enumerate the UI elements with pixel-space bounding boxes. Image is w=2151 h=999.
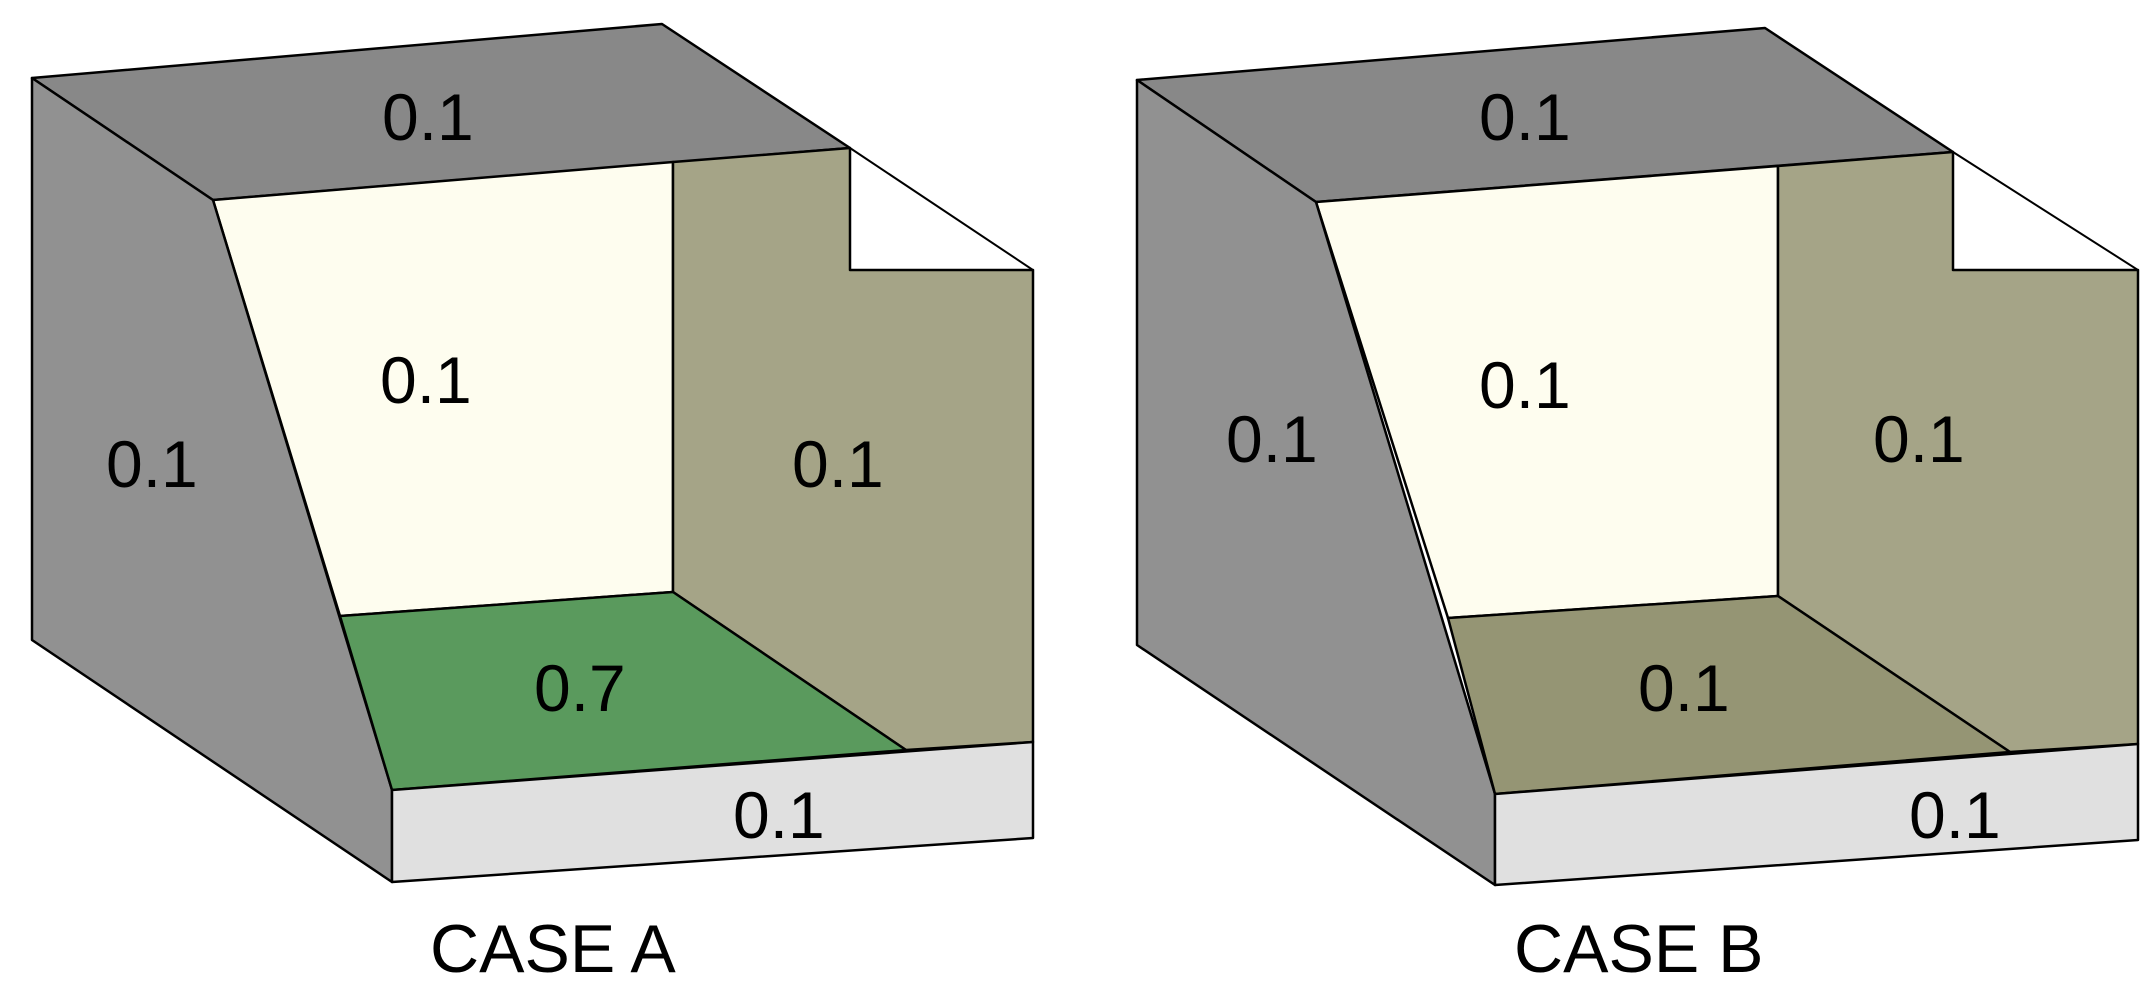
case-b-back-value: 0.1 — [1479, 348, 1571, 422]
case-a-right-outline — [849, 147, 1034, 742]
case-b-right-value: 0.1 — [1873, 402, 1965, 476]
case-a-floor-value: 0.7 — [534, 651, 626, 725]
case-a-right-value: 0.1 — [792, 427, 884, 501]
case-b-floor-value: 0.1 — [1638, 651, 1730, 725]
case-a-front-face — [390, 740, 1035, 884]
case-b-left-value: 0.1 — [1226, 402, 1318, 476]
case-a: 0.1 0.1 0.1 0.1 0.7 0.1 CASE A — [30, 22, 1035, 987]
case-a-front-value: 0.1 — [733, 778, 825, 852]
case-b: 0.1 0.1 0.1 0.1 0.1 0.1 CASE B — [1135, 26, 2140, 987]
case-b-floor-face — [1446, 594, 2012, 796]
case-b-front-value: 0.1 — [1909, 778, 2001, 852]
case-b-right-outline — [1952, 151, 2139, 744]
case-b-front-face — [1493, 742, 2140, 887]
case-a-top-value: 0.1 — [382, 80, 474, 154]
case-b-top-value: 0.1 — [1479, 80, 1571, 154]
case-a-caption: CASE A — [430, 911, 676, 987]
case-a-left-value: 0.1 — [106, 427, 198, 501]
case-a-back-value: 0.1 — [380, 343, 472, 417]
case-a-floor-face — [338, 590, 908, 792]
case-b-caption: CASE B — [1514, 911, 1763, 987]
